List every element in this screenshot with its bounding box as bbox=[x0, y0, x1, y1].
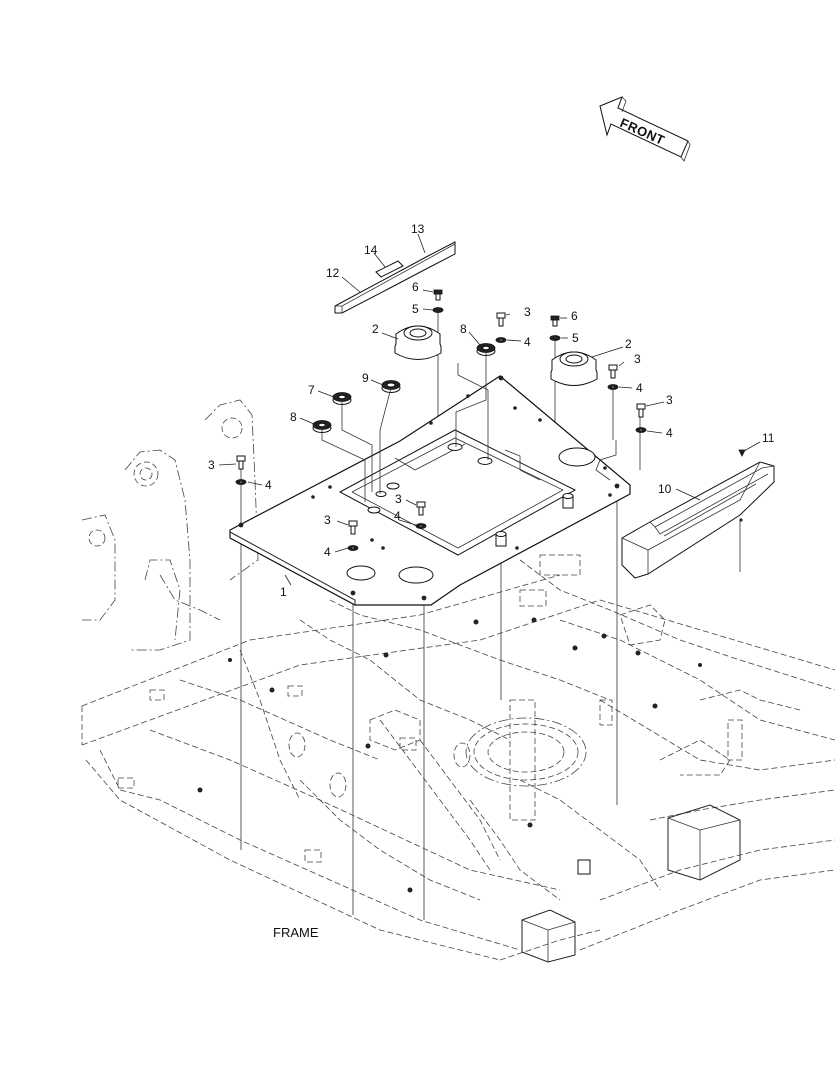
callout-12: 12 bbox=[326, 266, 340, 280]
bolt-3-lower bbox=[347, 520, 359, 551]
bolt-3-right-2 bbox=[635, 403, 647, 433]
leader-lines bbox=[218, 233, 761, 586]
callout-1: 1 bbox=[280, 585, 287, 599]
callout-2: 2 bbox=[372, 322, 379, 336]
callout-13: 13 bbox=[411, 222, 425, 236]
callout-5: 5 bbox=[572, 331, 579, 345]
bar-assembly bbox=[334, 241, 456, 314]
callout-4: 4 bbox=[524, 335, 531, 349]
callout-3: 3 bbox=[634, 352, 641, 366]
callout-3: 3 bbox=[524, 305, 531, 319]
bolt-3-center bbox=[415, 501, 427, 529]
grommet-9 bbox=[381, 380, 401, 393]
callout-4: 4 bbox=[324, 545, 331, 559]
front-direction-arrow: FRONT bbox=[599, 96, 691, 162]
air-duct bbox=[621, 449, 775, 579]
callout-5: 5 bbox=[412, 302, 419, 316]
callout-9: 9 bbox=[362, 371, 369, 385]
bolt-6-right bbox=[549, 315, 561, 341]
callout-8: 8 bbox=[460, 322, 467, 336]
bolt-3-top bbox=[495, 312, 507, 343]
callout-4: 4 bbox=[636, 381, 643, 395]
bolt-3-right-1 bbox=[607, 364, 619, 390]
frame-outline bbox=[81, 399, 835, 963]
callout-4: 4 bbox=[666, 426, 673, 440]
callout-3: 3 bbox=[666, 393, 673, 407]
floor-plate bbox=[229, 375, 631, 606]
callout-8: 8 bbox=[290, 410, 297, 424]
callout-14: 14 bbox=[364, 243, 378, 257]
callout-4: 4 bbox=[394, 509, 401, 523]
engine-mount-right bbox=[550, 351, 598, 386]
callout-11: 11 bbox=[762, 431, 775, 445]
frame-caption: FRAME bbox=[273, 925, 319, 940]
callout-4: 4 bbox=[265, 478, 272, 492]
callout-7: 7 bbox=[308, 383, 315, 397]
callout-2: 2 bbox=[625, 337, 632, 351]
callout-3: 3 bbox=[395, 492, 402, 506]
callout-10: 10 bbox=[658, 482, 672, 496]
bolt-6-left bbox=[432, 289, 444, 313]
callout-6: 6 bbox=[412, 280, 419, 294]
callout-6: 6 bbox=[571, 309, 578, 323]
callout-3: 3 bbox=[324, 513, 331, 527]
engine-mount-left bbox=[394, 325, 442, 360]
assembly-lines bbox=[240, 310, 641, 920]
callouts: 1 2 2 3 3 3 3 3 3 4 4 4 4 4 4 5 5 6 6 7 … bbox=[208, 222, 775, 599]
exploded-parts bbox=[235, 241, 775, 579]
bolt-3-left bbox=[235, 455, 247, 485]
callout-3: 3 bbox=[208, 458, 215, 472]
